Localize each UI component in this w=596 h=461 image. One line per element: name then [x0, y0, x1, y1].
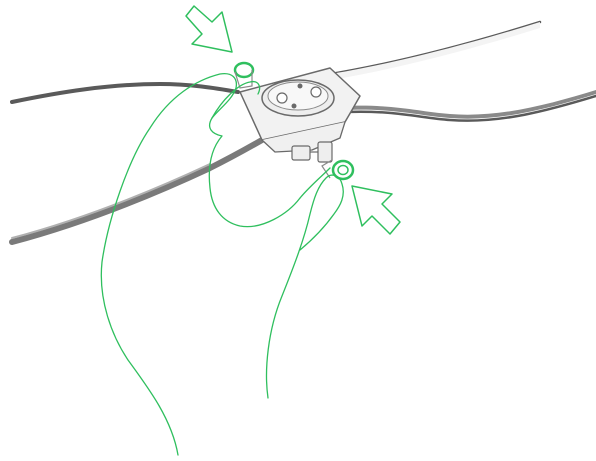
right-hand-icon: [267, 168, 344, 398]
hub-mount-icon: [240, 68, 360, 162]
push-arrow-bottom-icon: [352, 186, 400, 234]
push-arrow-top-icon: [186, 6, 232, 52]
propeller-blade-left-upper: [12, 84, 238, 102]
